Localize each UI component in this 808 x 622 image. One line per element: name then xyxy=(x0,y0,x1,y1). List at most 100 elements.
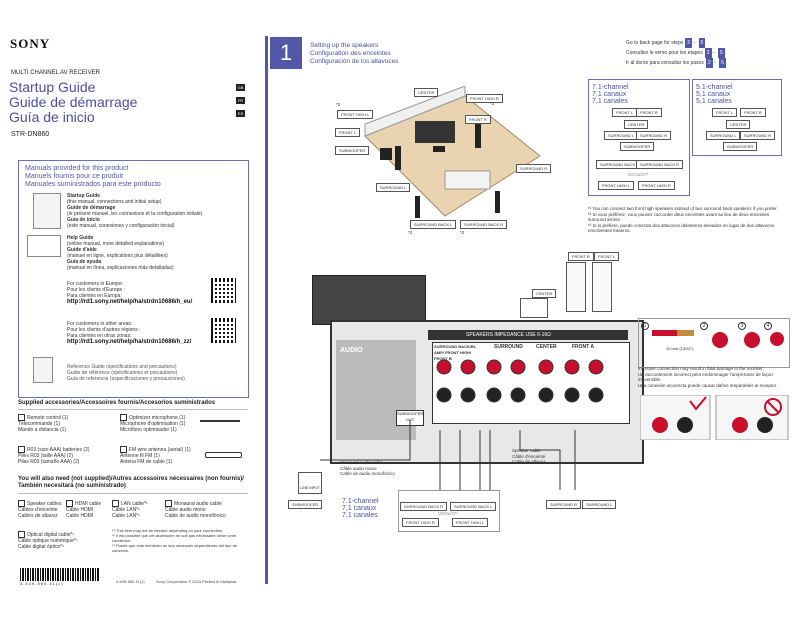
antenna-icon xyxy=(205,452,242,458)
receiver-front xyxy=(312,275,426,325)
other-customers: For customers in other areas: Pour les c… xyxy=(67,321,192,345)
terminal-label-surround: SURROUND xyxy=(494,344,523,350)
title-fr: Guide de démarrage xyxy=(9,94,138,110)
supplied-heading: Supplied accessories/Accessoires fournis… xyxy=(18,400,216,406)
room-label-surround-back-r: SURROUND BACK R xyxy=(460,220,508,229)
checkbox[interactable] xyxy=(66,500,73,507)
title-en: Startup Guide xyxy=(9,79,96,95)
checkbox[interactable] xyxy=(18,446,25,453)
wire-step-2: 2 xyxy=(700,322,708,330)
terminal-icon xyxy=(770,332,784,346)
step-number: 1 xyxy=(270,37,302,69)
bottom-surround-back-r: SURROUND BACK R xyxy=(400,502,448,511)
checkbox[interactable] xyxy=(165,500,172,507)
reference-guide-image xyxy=(33,357,53,383)
channel-5-1-heading: 5.1-channel 5,1 canaux 5,1 canales xyxy=(696,84,733,105)
title-es: Guía de inicio xyxy=(9,109,95,125)
footnote-mark: *2 xyxy=(460,230,465,235)
barcode xyxy=(20,568,100,581)
room-label-surround-r: SURROUND R xyxy=(516,164,552,173)
supplied-remote: Remote control (1) Télécommande (1) Mand… xyxy=(18,414,69,433)
ch51-front-r: FRONT R xyxy=(740,108,766,117)
center-speaker-icon xyxy=(520,298,548,318)
ch71-surround-r: SURROUND R xyxy=(636,131,672,140)
copyright: Sony Corporation © 2015 Printed in Malay… xyxy=(156,579,237,584)
wire-warning: Improper connection may result in fatal … xyxy=(638,366,778,388)
manuals-box: Manuals provided for this product Manuel… xyxy=(18,160,249,398)
room-label-center: CENTER xyxy=(414,88,439,97)
ch71-center: CENTER xyxy=(624,120,649,129)
ch71-front-high-l: FRONT HIGH L xyxy=(598,181,635,190)
supplied-batteries: R03 (size-AAA) batteries (2) Piles R03 (… xyxy=(18,446,90,465)
help-guide-desc: Help Guide (online manual, more detailed… xyxy=(67,235,174,271)
reference-guide-desc: Reference Guide (specifications and prec… xyxy=(67,364,185,382)
footnote-2: *² You can connect two front high speake… xyxy=(588,206,778,233)
wire-stripped-icon xyxy=(652,330,694,336)
part-number: 4-549-560-11(1) xyxy=(116,579,145,584)
needed-mono: Monaural audio cable Câble audio mono Ca… xyxy=(165,500,226,519)
bottom-surround-back-l: SURROUND BACK L xyxy=(450,502,497,511)
laptop-icon xyxy=(27,235,61,257)
bottom-surround-r: SURROUND R xyxy=(546,500,582,509)
ch71-front-high-r: FRONT HIGH R xyxy=(638,181,675,190)
room-label-surround-back-l: SURROUND BACK L xyxy=(410,220,457,229)
channel-7-1-heading: 7.1-channel 7,1 canaux 7,1 canales xyxy=(592,84,629,105)
wire-step-3: 3 xyxy=(738,322,746,330)
bottom-surround-l: SURROUND L xyxy=(582,500,617,509)
qr-code-other xyxy=(211,318,236,343)
needed-lan: LAN cable*¹ Câble LAN*¹ Cable LAN*¹ xyxy=(112,500,148,519)
ch51-surround-r: SURROUND R xyxy=(740,131,776,140)
needed-speaker-cables: Speaker cables Câbles d'enceinte Cables … xyxy=(18,500,62,519)
bottom-speaker-group xyxy=(398,490,500,532)
step-heading: Setting up the speakers Configuration de… xyxy=(310,42,399,65)
other-url[interactable]: http://rd1.sony.net/help/ha/strdn10686/h… xyxy=(67,339,192,345)
checkbox[interactable] xyxy=(120,414,127,421)
ch51-surround-l: SURROUND L xyxy=(706,131,741,140)
ch71-surround-back-r: SURROUND BACK R xyxy=(636,160,684,169)
qr-code-europe xyxy=(211,278,236,303)
startup-guide-image xyxy=(33,193,61,229)
speakers-header: SPEAKERS IMPEDANCE USE 6-16Ω xyxy=(428,330,628,340)
room-label-surround-l: SURROUND L xyxy=(376,183,411,192)
lang-code-es: ES xyxy=(236,110,245,117)
ch71-surround-l: SURROUND L xyxy=(604,131,639,140)
europe-url[interactable]: http://rd1.sony.net/help/ha/strdn10686/h… xyxy=(67,299,193,305)
ch51-subwoofer: SUBWOOFER xyxy=(723,142,758,151)
brand-logo: SONY xyxy=(10,36,51,51)
terminal-label-surround-back: SURROUND BACK/BI-AMP/ FRONT HIGH/ FRONT … xyxy=(434,344,477,361)
supplied-microphone: Optimizer microphone (1) Microphone d'op… xyxy=(120,414,186,433)
front-r-speaker-icon xyxy=(566,262,586,312)
room-label-front-high-l: FRONT HIGH L xyxy=(337,110,374,119)
top-center: CENTER xyxy=(532,289,557,298)
footnote-mark: *2 xyxy=(408,230,413,235)
checkbox[interactable] xyxy=(120,446,127,453)
speaker-cable-label: Speaker cable Câble d'enceinte Cable de … xyxy=(512,448,546,464)
startup-guide-desc: Startup Guide (this manual, connections … xyxy=(67,193,203,229)
room-label-subwoofer: SUBWOOFER xyxy=(335,146,370,155)
product-type: MULTI CHANNEL AV RECEIVER xyxy=(11,70,100,76)
top-front-r: FRONT R xyxy=(568,252,594,261)
channel-7-1-box xyxy=(588,79,690,196)
barcode-number: 4-549-560-11(1) xyxy=(20,581,64,586)
ch71-or: Or/Ou/O*² xyxy=(628,172,649,177)
manuals-heading: Manuals provided for this product Manuel… xyxy=(25,165,161,188)
footnote-mark: *2 xyxy=(490,101,495,106)
checkbox[interactable] xyxy=(18,500,25,507)
terminal-label-center: CENTER xyxy=(536,344,557,350)
subwoofer-label: SUBWOOFER xyxy=(288,500,323,509)
correct-incorrect-illustration xyxy=(640,395,789,440)
checkbox[interactable] xyxy=(18,531,25,538)
room-label-front-r: FRONT R xyxy=(465,115,491,124)
step-divider xyxy=(265,36,268,584)
checkbox[interactable] xyxy=(112,500,119,507)
room-label-front-l: FRONT L xyxy=(335,128,361,137)
terminal-posts xyxy=(436,359,604,403)
audio-label: AUDIO xyxy=(340,347,363,354)
needed-optical: Optical digital cable*¹ Câble optique nu… xyxy=(18,531,78,550)
checkbox[interactable] xyxy=(18,414,25,421)
wire-prep-box xyxy=(638,318,790,368)
guide-titles: Startup Guide Guide de démarrage Guía de… xyxy=(9,80,137,125)
ch71-front-l: FRONT L xyxy=(612,108,638,117)
wire-step-1: 1 xyxy=(641,322,649,330)
